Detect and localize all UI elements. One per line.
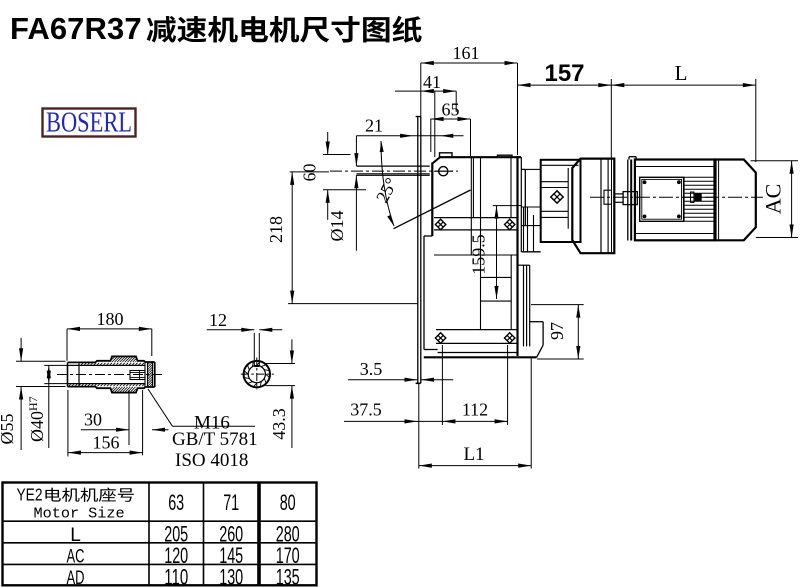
svg-text:12: 12: [209, 310, 227, 330]
svg-text:21: 21: [365, 116, 383, 136]
svg-text:110: 110: [164, 565, 188, 587]
svg-text:Motor Size: Motor Size: [34, 505, 125, 523]
svg-text:30: 30: [84, 410, 102, 430]
svg-text:FA67R37: FA67R37: [10, 11, 142, 46]
svg-text:161: 161: [453, 43, 480, 63]
svg-text:205: 205: [164, 521, 188, 546]
svg-text:41: 41: [423, 72, 441, 92]
svg-text:Ø55: Ø55: [0, 414, 17, 445]
svg-text:60: 60: [300, 164, 320, 182]
svg-text:97: 97: [547, 322, 567, 340]
svg-text:80: 80: [280, 490, 296, 515]
svg-text:170: 170: [276, 543, 300, 568]
svg-text:AC: AC: [761, 184, 786, 215]
svg-text:43.3: 43.3: [269, 408, 289, 440]
svg-text:135: 135: [276, 565, 300, 587]
svg-text:AC: AC: [67, 546, 85, 567]
svg-text:65: 65: [442, 100, 460, 120]
svg-text:63: 63: [168, 490, 184, 515]
svg-text:YE2: YE2: [17, 484, 43, 504]
svg-text:L1: L1: [463, 444, 484, 465]
svg-text:M16: M16: [194, 413, 230, 434]
svg-text:L: L: [70, 525, 81, 546]
svg-text:GB/T 5781: GB/T 5781: [172, 429, 258, 450]
svg-text:BOSERL: BOSERL: [46, 108, 132, 139]
svg-text:3.5: 3.5: [360, 359, 383, 379]
svg-text:156: 156: [93, 433, 120, 453]
svg-text:130: 130: [219, 565, 243, 587]
svg-text:ISO 4018: ISO 4018: [175, 450, 248, 471]
svg-text:145: 145: [219, 543, 243, 568]
svg-text:AD: AD: [67, 568, 85, 587]
svg-text:71: 71: [223, 490, 239, 515]
svg-text:L: L: [675, 61, 688, 85]
svg-text:120: 120: [164, 543, 188, 568]
svg-text:Ø14: Ø14: [327, 211, 347, 242]
svg-text:218: 218: [266, 216, 286, 243]
svg-text:280: 280: [276, 521, 300, 546]
svg-text:157: 157: [544, 60, 584, 87]
svg-text:180: 180: [97, 309, 124, 329]
svg-text:159.5: 159.5: [469, 234, 489, 275]
svg-text:37.5: 37.5: [350, 400, 382, 420]
svg-text:112: 112: [462, 400, 488, 420]
svg-text:260: 260: [219, 521, 243, 546]
